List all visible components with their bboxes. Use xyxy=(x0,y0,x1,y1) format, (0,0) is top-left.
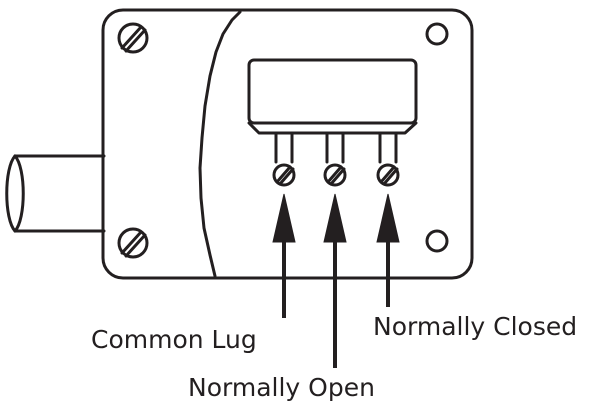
slotted-screw-icon xyxy=(376,163,400,187)
switch-module xyxy=(247,58,418,135)
terminal-posts xyxy=(274,131,398,164)
cover-break-edge xyxy=(198,10,242,278)
slotted-screw-icon xyxy=(272,163,296,187)
up-arrow-icon xyxy=(376,193,400,307)
mounting-hole-icon xyxy=(425,229,449,253)
normally-open-label: Normally Open xyxy=(188,373,375,402)
slotted-screw-icon xyxy=(323,163,347,187)
common-lug-label: Common Lug xyxy=(91,325,257,354)
slotted-screw-icon xyxy=(117,22,149,54)
mounting-hole-icon xyxy=(425,22,449,46)
up-arrow-icon xyxy=(272,193,296,318)
conduit-pipe xyxy=(5,154,106,233)
normally-closed-label: Normally Closed xyxy=(373,312,578,341)
slotted-screw-icon xyxy=(117,227,149,259)
up-arrow-icon xyxy=(323,193,347,368)
housing-body xyxy=(101,8,474,280)
